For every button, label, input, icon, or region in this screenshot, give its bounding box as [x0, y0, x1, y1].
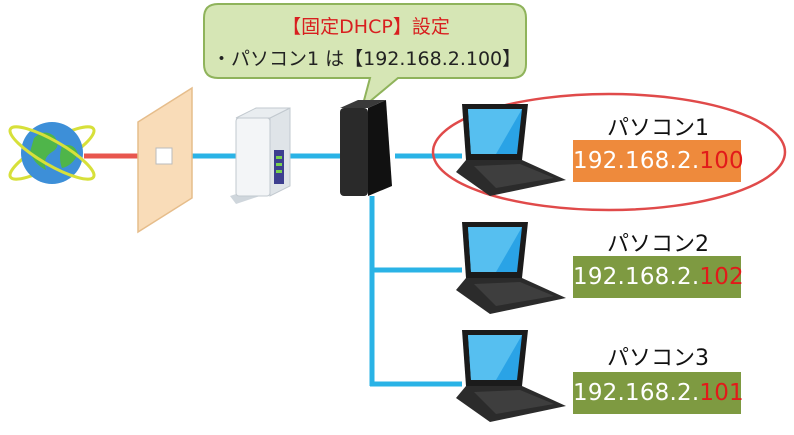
pc1-highlight-ellipse — [431, 92, 787, 212]
pc1-ip-box: 192.168.2.100 — [573, 140, 744, 182]
callout-title: 【固定DHCP】設定 — [282, 16, 450, 38]
pc3-ip-prefix: 192.168.2. — [573, 380, 700, 406]
laptop-icon — [456, 330, 566, 422]
pc1-name: パソコン1 — [607, 116, 709, 141]
callout-setting-line: ・パソコン1 は【192.168.2.100】 — [212, 48, 522, 70]
wifi-router-icon — [340, 100, 392, 196]
pc1-ip-suffix: 100 — [699, 148, 744, 174]
onu-modem-icon — [230, 107, 291, 204]
callout-bubble — [203, 3, 527, 111]
laptop-icon — [456, 104, 566, 196]
wall-socket-icon — [137, 86, 193, 234]
pc3-ip-suffix: 101 — [699, 380, 744, 406]
pc2-ip-box: 192.168.2.102 — [573, 256, 744, 298]
laptop-icon — [456, 222, 566, 314]
pc3-name: パソコン3 — [607, 346, 709, 371]
pc2-ip-prefix: 192.168.2. — [573, 264, 700, 290]
pc1-ip-prefix: 192.168.2. — [573, 148, 700, 174]
globe-icon — [8, 122, 96, 184]
pc3-ip-box: 192.168.2.101 — [573, 372, 744, 414]
pc2-name: パソコン2 — [607, 232, 709, 257]
pc2-ip-suffix: 102 — [699, 264, 744, 290]
